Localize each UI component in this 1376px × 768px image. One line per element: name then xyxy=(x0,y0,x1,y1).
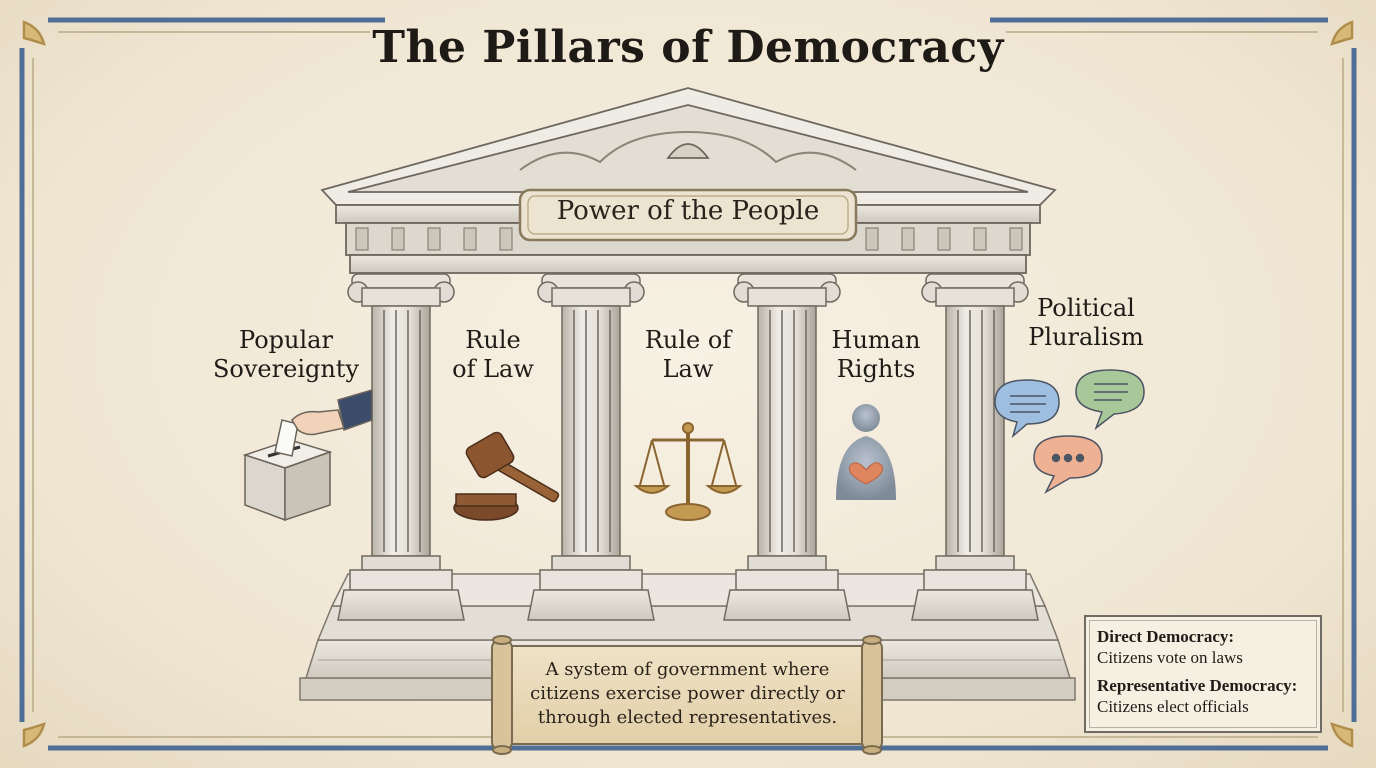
ballot-box-icon xyxy=(242,388,373,522)
plaque-text: Power of the People xyxy=(556,196,820,226)
legend-term-direct: Direct Democracy: xyxy=(1097,627,1235,646)
pillar-label-rule-of-law-2: Rule of Law xyxy=(644,326,732,383)
legend-term-representative: Representative Democracy: xyxy=(1097,676,1298,695)
column-4 xyxy=(911,273,1039,621)
legend-box: Direct Democracy: Citizens vote on laws … xyxy=(1084,615,1322,733)
gavel-icon xyxy=(453,431,560,521)
scales-of-justice-icon xyxy=(633,422,743,521)
column-2 xyxy=(527,273,655,621)
column-3 xyxy=(723,273,851,621)
column-1 xyxy=(337,273,465,621)
frieze-triglyphs xyxy=(355,227,1023,251)
legend-desc-direct: Citizens vote on laws xyxy=(1097,648,1243,667)
pillar-label-rule-of-law-1: Rule of Law xyxy=(452,326,534,383)
page-frame xyxy=(19,17,1357,751)
legend-desc-representative: Citizens elect officials xyxy=(1097,697,1249,716)
pillar-label-human-rights: Human Rights xyxy=(831,326,921,383)
speech-bubbles-icon xyxy=(994,369,1145,494)
pillar-label-political-pluralism: Political Pluralism xyxy=(1028,294,1144,351)
scroll-banner xyxy=(491,635,883,755)
page-title: The Pillars of Democracy xyxy=(372,22,1004,73)
plaque xyxy=(518,188,858,242)
pillar-label-popular-sovereignty: Popular Sovereignty xyxy=(212,326,360,383)
person-heart-icon xyxy=(836,404,896,500)
definition-text: A system of government where citizens ex… xyxy=(530,659,845,728)
